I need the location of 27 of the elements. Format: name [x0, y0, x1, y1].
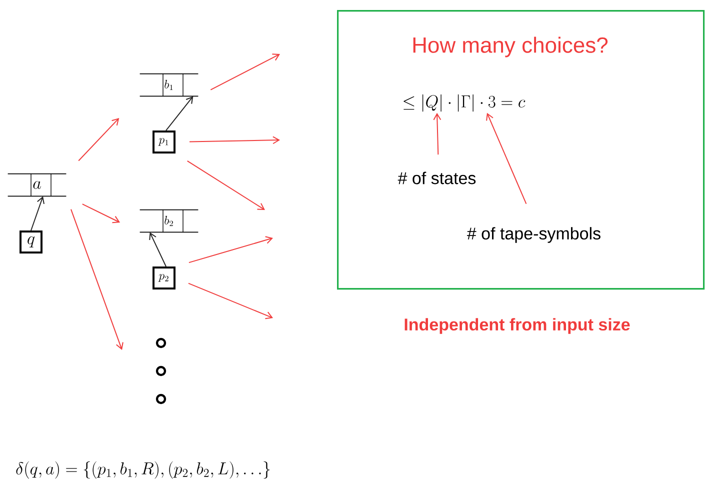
transition-arrow: [189, 136, 280, 144]
transition-arrow: [188, 282, 273, 320]
transition-arrow: [188, 236, 273, 264]
ellipsis-dot: [156, 338, 166, 348]
formula: $\le |Q|\cdot|\Gamma|\cdot 3 = c$: [404, 94, 526, 112]
annotation-text: # of states: [398, 172, 476, 184]
tape-drawing: $a$: [7, 173, 67, 197]
formula: $\delta(q,a)=\{(p_1,b_1,R),(p_2,b_2,L),\ldots\}$: [16, 461, 270, 479]
note-text: Independent from input size: [404, 318, 630, 334]
transition-arrow: [210, 54, 280, 90]
leader-line: [486, 112, 527, 204]
tape-drawing: $b_1$: [139, 73, 199, 97]
state-box: $p_1$: [152, 130, 176, 154]
head-arrow: [30, 196, 44, 231]
ellipsis-dot: [156, 366, 166, 376]
leader-line: [433, 112, 442, 156]
transition-arrow: [186, 160, 265, 210]
transition-arrow: [82, 204, 120, 224]
annotation-text: # of tape-symbols: [467, 227, 600, 243]
transition-arrow: [78, 118, 120, 162]
ellipsis-dot: [156, 394, 166, 404]
head-arrow: [149, 232, 166, 267]
state-box: $p_2$: [152, 266, 176, 290]
head-arrow: [166, 96, 194, 131]
tape-drawing: $b_2$: [139, 209, 199, 233]
state-box: $q$: [20, 230, 42, 254]
transition-arrow: [70, 208, 124, 350]
